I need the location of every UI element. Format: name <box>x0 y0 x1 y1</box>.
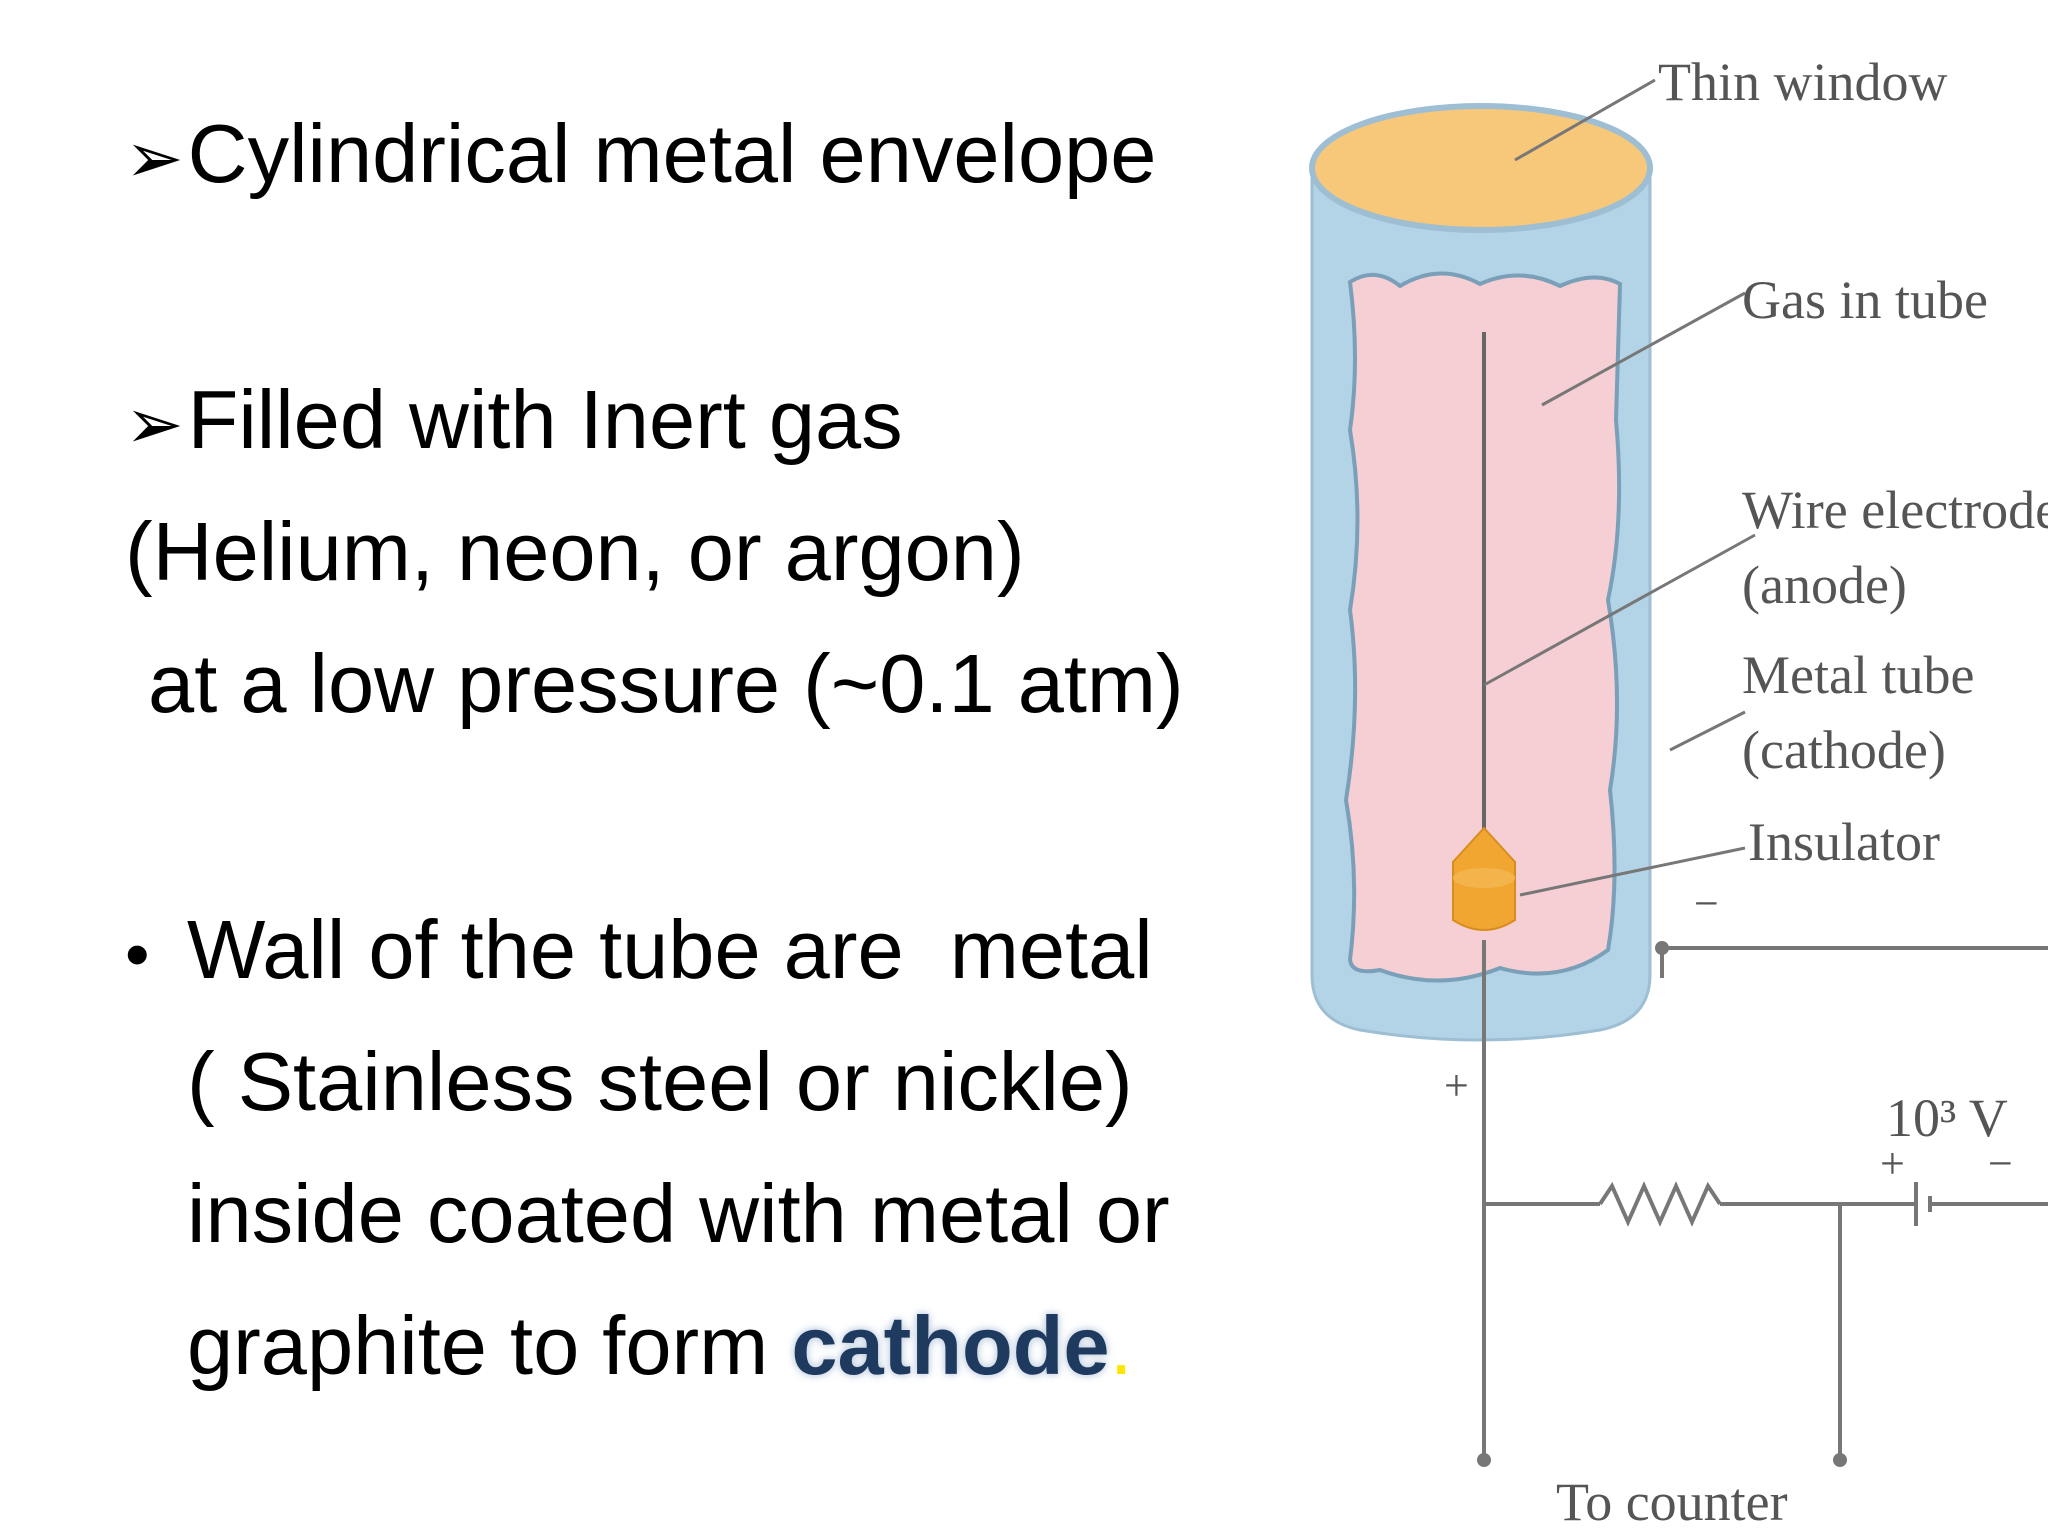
cathode-period: . <box>1109 1299 1133 1392</box>
label-to-counter: To counter <box>1556 1472 1788 1532</box>
geiger-tube-diagram: Thin window Gas in tube Wire electrode (… <box>1309 52 2048 1532</box>
arrow-bullet-icon: ➢ <box>125 383 184 465</box>
round-bullet-icon: • <box>125 915 150 993</box>
label-anode: (anode) <box>1742 555 1907 615</box>
circuit-wires <box>1482 940 2048 1460</box>
label-voltage: 10³ V <box>1886 1088 2008 1148</box>
gas-examples: (Helium, neon, or argon) <box>125 505 1025 598</box>
counter-terminal-right <box>1833 1453 1847 1467</box>
bullet-cylindrical: ➢Cylindrical metal envelope <box>125 112 1156 195</box>
label-cathode: (cathode) <box>1742 720 1946 780</box>
arrow-bullet-icon: ➢ <box>125 117 184 199</box>
label-gas-in-tube: Gas in tube <box>1742 270 1988 330</box>
label-battery-plus: + <box>1880 1139 1905 1188</box>
label-tube-minus: − <box>1694 879 1719 928</box>
counter-terminal-left <box>1477 1453 1491 1467</box>
label-insulator: Insulator <box>1748 812 1940 872</box>
bullet-text: Wall of the tube are metal <box>187 903 1153 996</box>
wall-material: ( Stainless steel or nickle) <box>187 1035 1133 1128</box>
cathode-prefix: graphite to form <box>187 1299 792 1392</box>
bullet-inert-gas: ➢Filled with Inert gas <box>125 378 903 461</box>
bullet-wall: •Wall of the tube are metal <box>125 908 1153 991</box>
wall-coating: inside coated with metal or <box>187 1167 1170 1260</box>
tube-terminal <box>1655 941 1669 955</box>
leader-lines <box>1483 78 1756 897</box>
bullet-text: Filled with Inert gas <box>187 373 903 466</box>
thin-window <box>1309 103 1653 233</box>
wall-cathode: graphite to form cathode. <box>187 1304 1133 1387</box>
cathode-highlight: cathode <box>791 1299 1110 1392</box>
label-tube-plus: + <box>1444 1061 1469 1110</box>
bullet-text: Cylindrical metal envelope <box>187 107 1157 200</box>
insulator-top <box>1453 868 1515 888</box>
label-thin-window: Thin window <box>1658 52 1948 112</box>
label-wire-electrode: Wire electrode <box>1742 480 2048 540</box>
gas-pressure: at a low pressure (~0.1 atm) <box>125 637 1184 730</box>
label-metal-tube: Metal tube <box>1742 645 1974 705</box>
label-battery-minus: − <box>1988 1139 2013 1188</box>
